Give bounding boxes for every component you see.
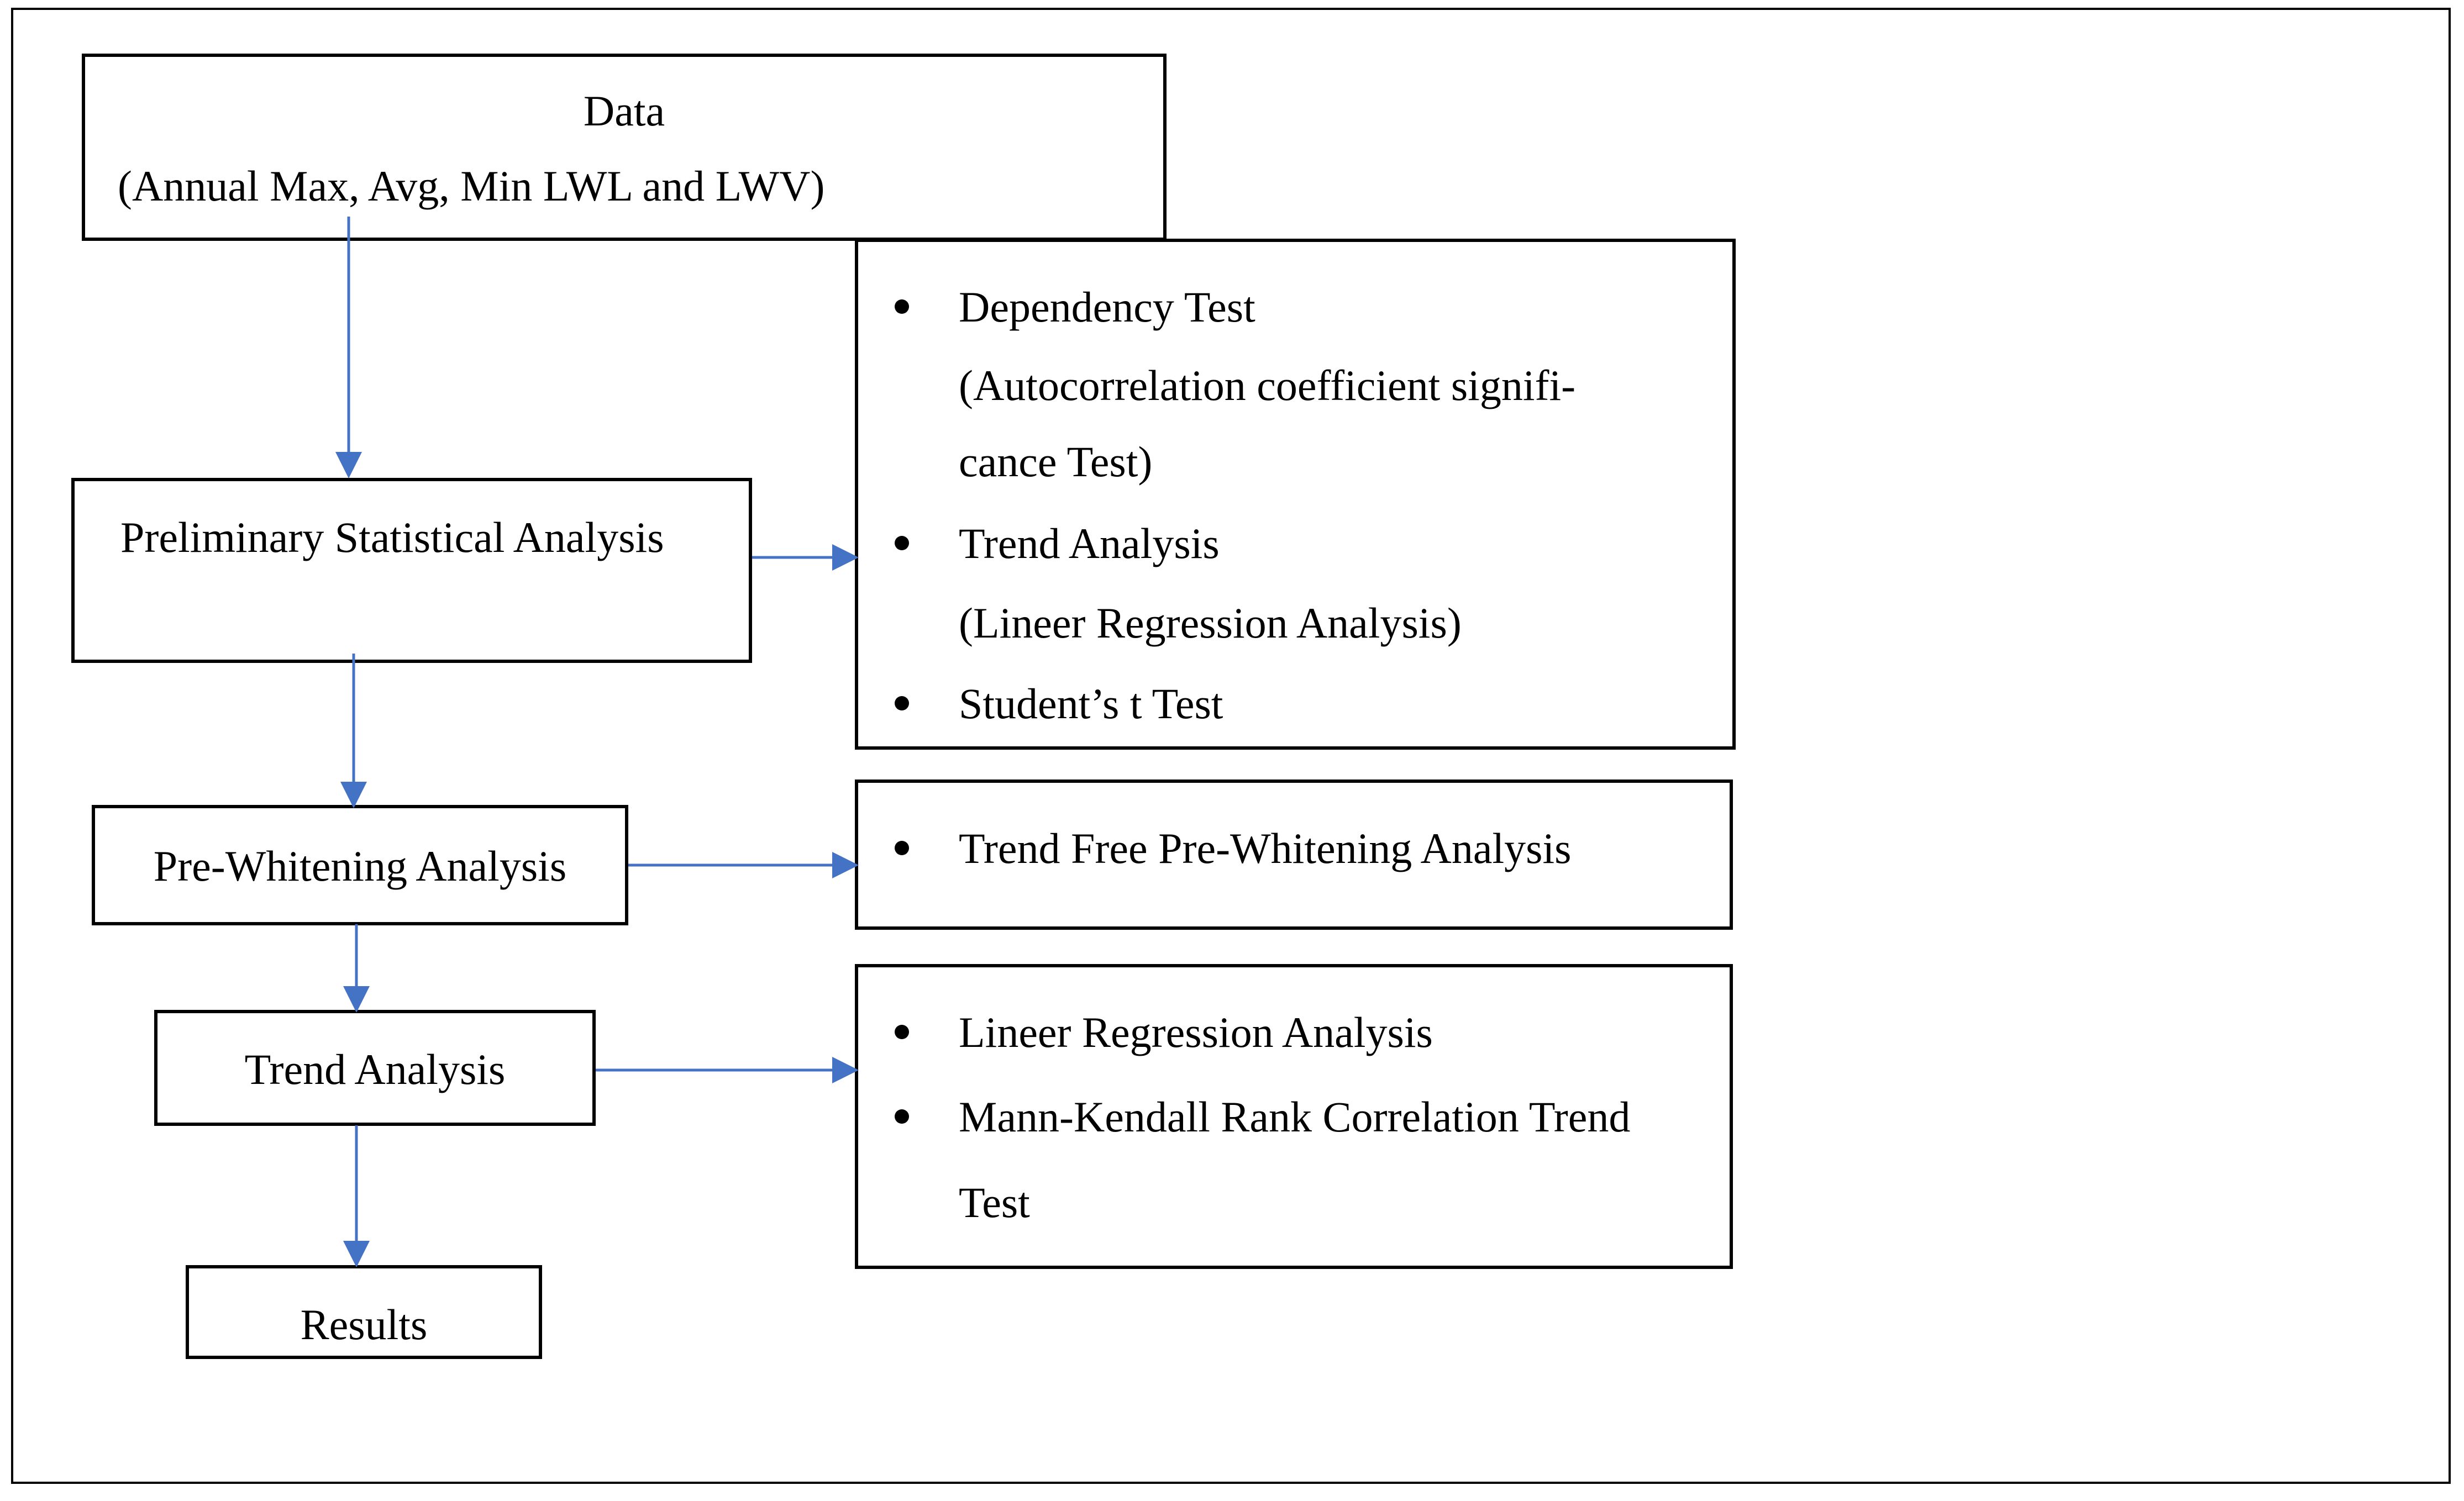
arrowhead-icon — [343, 986, 370, 1013]
bullet-icon — [895, 536, 909, 550]
arrowhead-icon — [335, 452, 362, 478]
mann-kendall-item: Mann-Kendall Rank Correlation Trend — [959, 1093, 1631, 1141]
results-box — [186, 1265, 542, 1359]
arrowhead-icon — [343, 1241, 370, 1267]
trend-analysis-box — [154, 1010, 596, 1126]
arrowhead-icon — [832, 1057, 859, 1083]
prewhitening-details-box — [855, 780, 1733, 930]
dependency-test-item: Dependency Test — [959, 283, 1255, 331]
arrowhead-icon — [832, 852, 859, 878]
data-box — [82, 54, 1167, 241]
students-t-test-item: Student’s t Test — [959, 680, 1223, 728]
prewhitening-label: Pre-Whitening Analysis — [153, 842, 567, 890]
arrowhead-icon — [340, 782, 367, 808]
tfpw-item: Trend Free Pre-Whitening Analysis — [959, 824, 1572, 872]
bullet-icon — [895, 1109, 909, 1124]
bullet-icon — [895, 299, 909, 314]
trend-details-box — [855, 964, 1733, 1269]
preliminary-analysis-box — [71, 478, 752, 663]
trend-analysis-detail: (Lineer Regression Analysis) — [959, 599, 1462, 647]
data-title: Data — [583, 87, 665, 135]
mann-kendall-item-cont: Test — [959, 1178, 1030, 1226]
trend-analysis-item: Trend Analysis — [959, 519, 1220, 567]
linear-regression-item: Lineer Regression Analysis — [959, 1008, 1433, 1056]
bullet-icon — [895, 1025, 909, 1039]
preliminary-analysis-label: Preliminary Statistical Analysis — [120, 513, 664, 561]
bullet-icon — [895, 841, 909, 855]
data-subtitle: (Annual Max, Avg, Min LWL and LWV) — [118, 162, 825, 210]
preliminary-details-box — [855, 239, 1736, 750]
dependency-test-detail-cont: cance Test) — [959, 438, 1153, 486]
dependency-test-detail: (Autocorrelation coefficient signifi- — [959, 361, 1576, 409]
outer-frame — [11, 8, 2451, 1484]
prewhitening-box — [92, 805, 628, 925]
results-label: Results — [300, 1300, 428, 1349]
arrowhead-icon — [832, 544, 859, 571]
bullet-icon — [895, 696, 909, 710]
trend-analysis-label: Trend Analysis — [244, 1045, 506, 1093]
